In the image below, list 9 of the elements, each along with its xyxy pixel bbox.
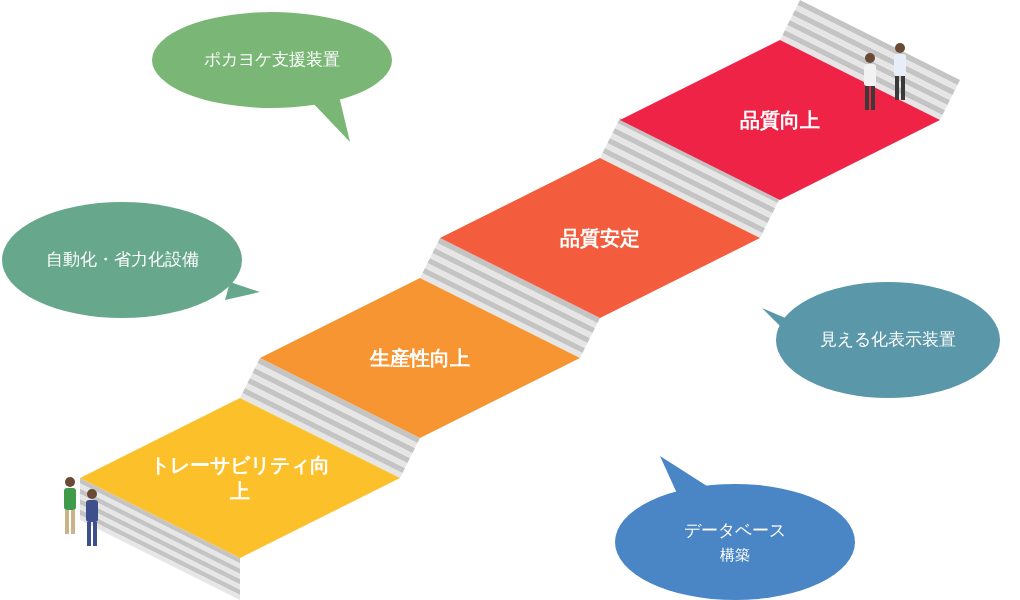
bubble-text: データベース <box>684 519 786 542</box>
step-label: 品質向上 <box>739 107 821 133</box>
bubble-text: ポカヨケ支援装置 <box>204 48 340 72</box>
bubble-text: 自動化・省力化設備 <box>45 248 199 272</box>
step-label: 生産性向上 <box>368 345 471 371</box>
bubble-text: 構築 <box>720 544 750 566</box>
step-label: トレーサビリティ向上 <box>150 452 330 504</box>
step-label: 品質安定 <box>559 225 641 251</box>
bubble-text: 見える化表示装置 <box>820 328 956 352</box>
